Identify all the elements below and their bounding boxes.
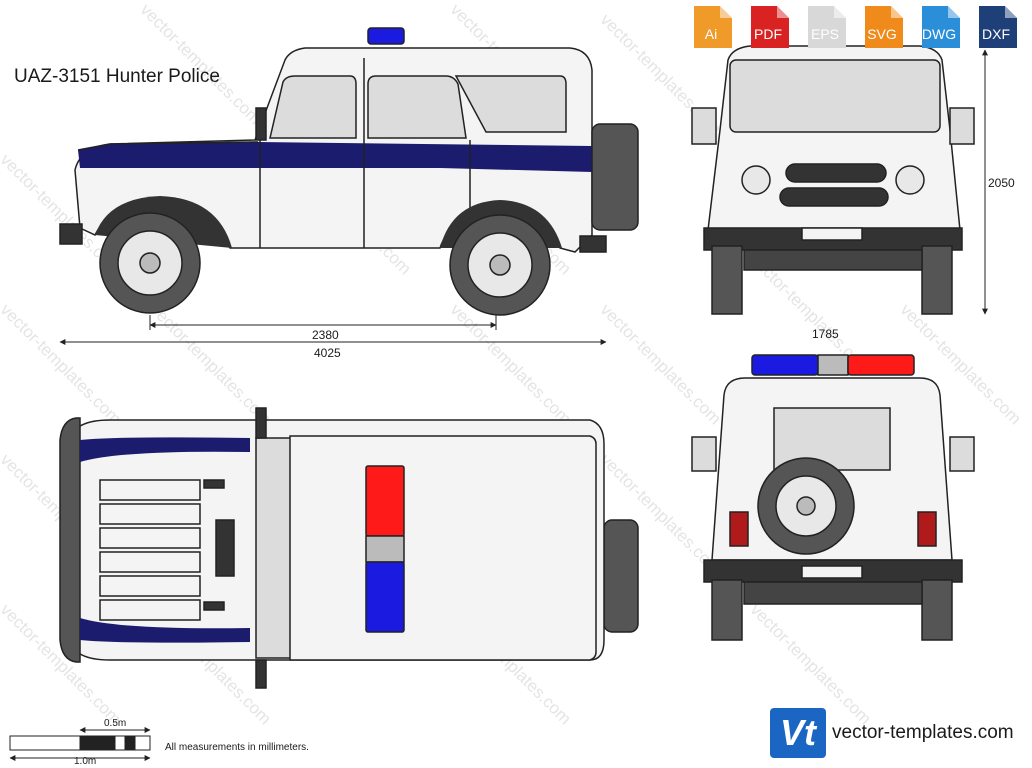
front-view xyxy=(691,45,975,315)
file-icon xyxy=(922,6,960,48)
scale-one-meter: 1.0m xyxy=(74,756,97,767)
file-icon xyxy=(808,6,846,48)
format-label: SVG xyxy=(867,26,897,42)
scale-half-meter: 0.5m xyxy=(104,718,127,729)
format-svg-button[interactable]: SVG xyxy=(861,6,903,48)
format-dxf-button[interactable]: DXF xyxy=(975,6,1017,48)
height-label: 2050 xyxy=(988,176,1015,190)
length-label: 4025 xyxy=(314,346,341,360)
format-dwg-button[interactable]: DWG xyxy=(918,6,960,48)
site-name[interactable]: vector-templates.com xyxy=(832,722,1014,743)
side-view xyxy=(59,27,639,316)
scale-bar xyxy=(9,727,151,761)
top-view xyxy=(59,407,639,689)
format-label: Ai xyxy=(704,26,718,42)
file-icon xyxy=(979,6,1017,48)
width-label: 1785 xyxy=(812,327,839,341)
format-ai-button[interactable]: Ai xyxy=(690,6,732,48)
format-label: EPS xyxy=(810,26,839,42)
side-dimensions xyxy=(59,315,607,345)
file-icon xyxy=(751,6,789,48)
format-label: DWG xyxy=(921,26,957,42)
rear-view xyxy=(691,354,975,641)
wheelbase-label: 2380 xyxy=(312,328,339,342)
format-pdf-button[interactable]: PDF xyxy=(747,6,789,48)
format-label: DXF xyxy=(982,26,1010,42)
page-title: UAZ-3151 Hunter Police xyxy=(14,66,220,87)
measurement-note: All measurements in millimeters. xyxy=(165,742,309,753)
format-eps-button[interactable]: EPS xyxy=(804,6,846,48)
format-label: PDF xyxy=(754,26,782,42)
scale-label: Scale: 1:25 xyxy=(18,738,69,749)
file-icon xyxy=(694,6,732,48)
vt-logo[interactable]: Vt xyxy=(770,708,826,758)
file-icon xyxy=(865,6,903,48)
